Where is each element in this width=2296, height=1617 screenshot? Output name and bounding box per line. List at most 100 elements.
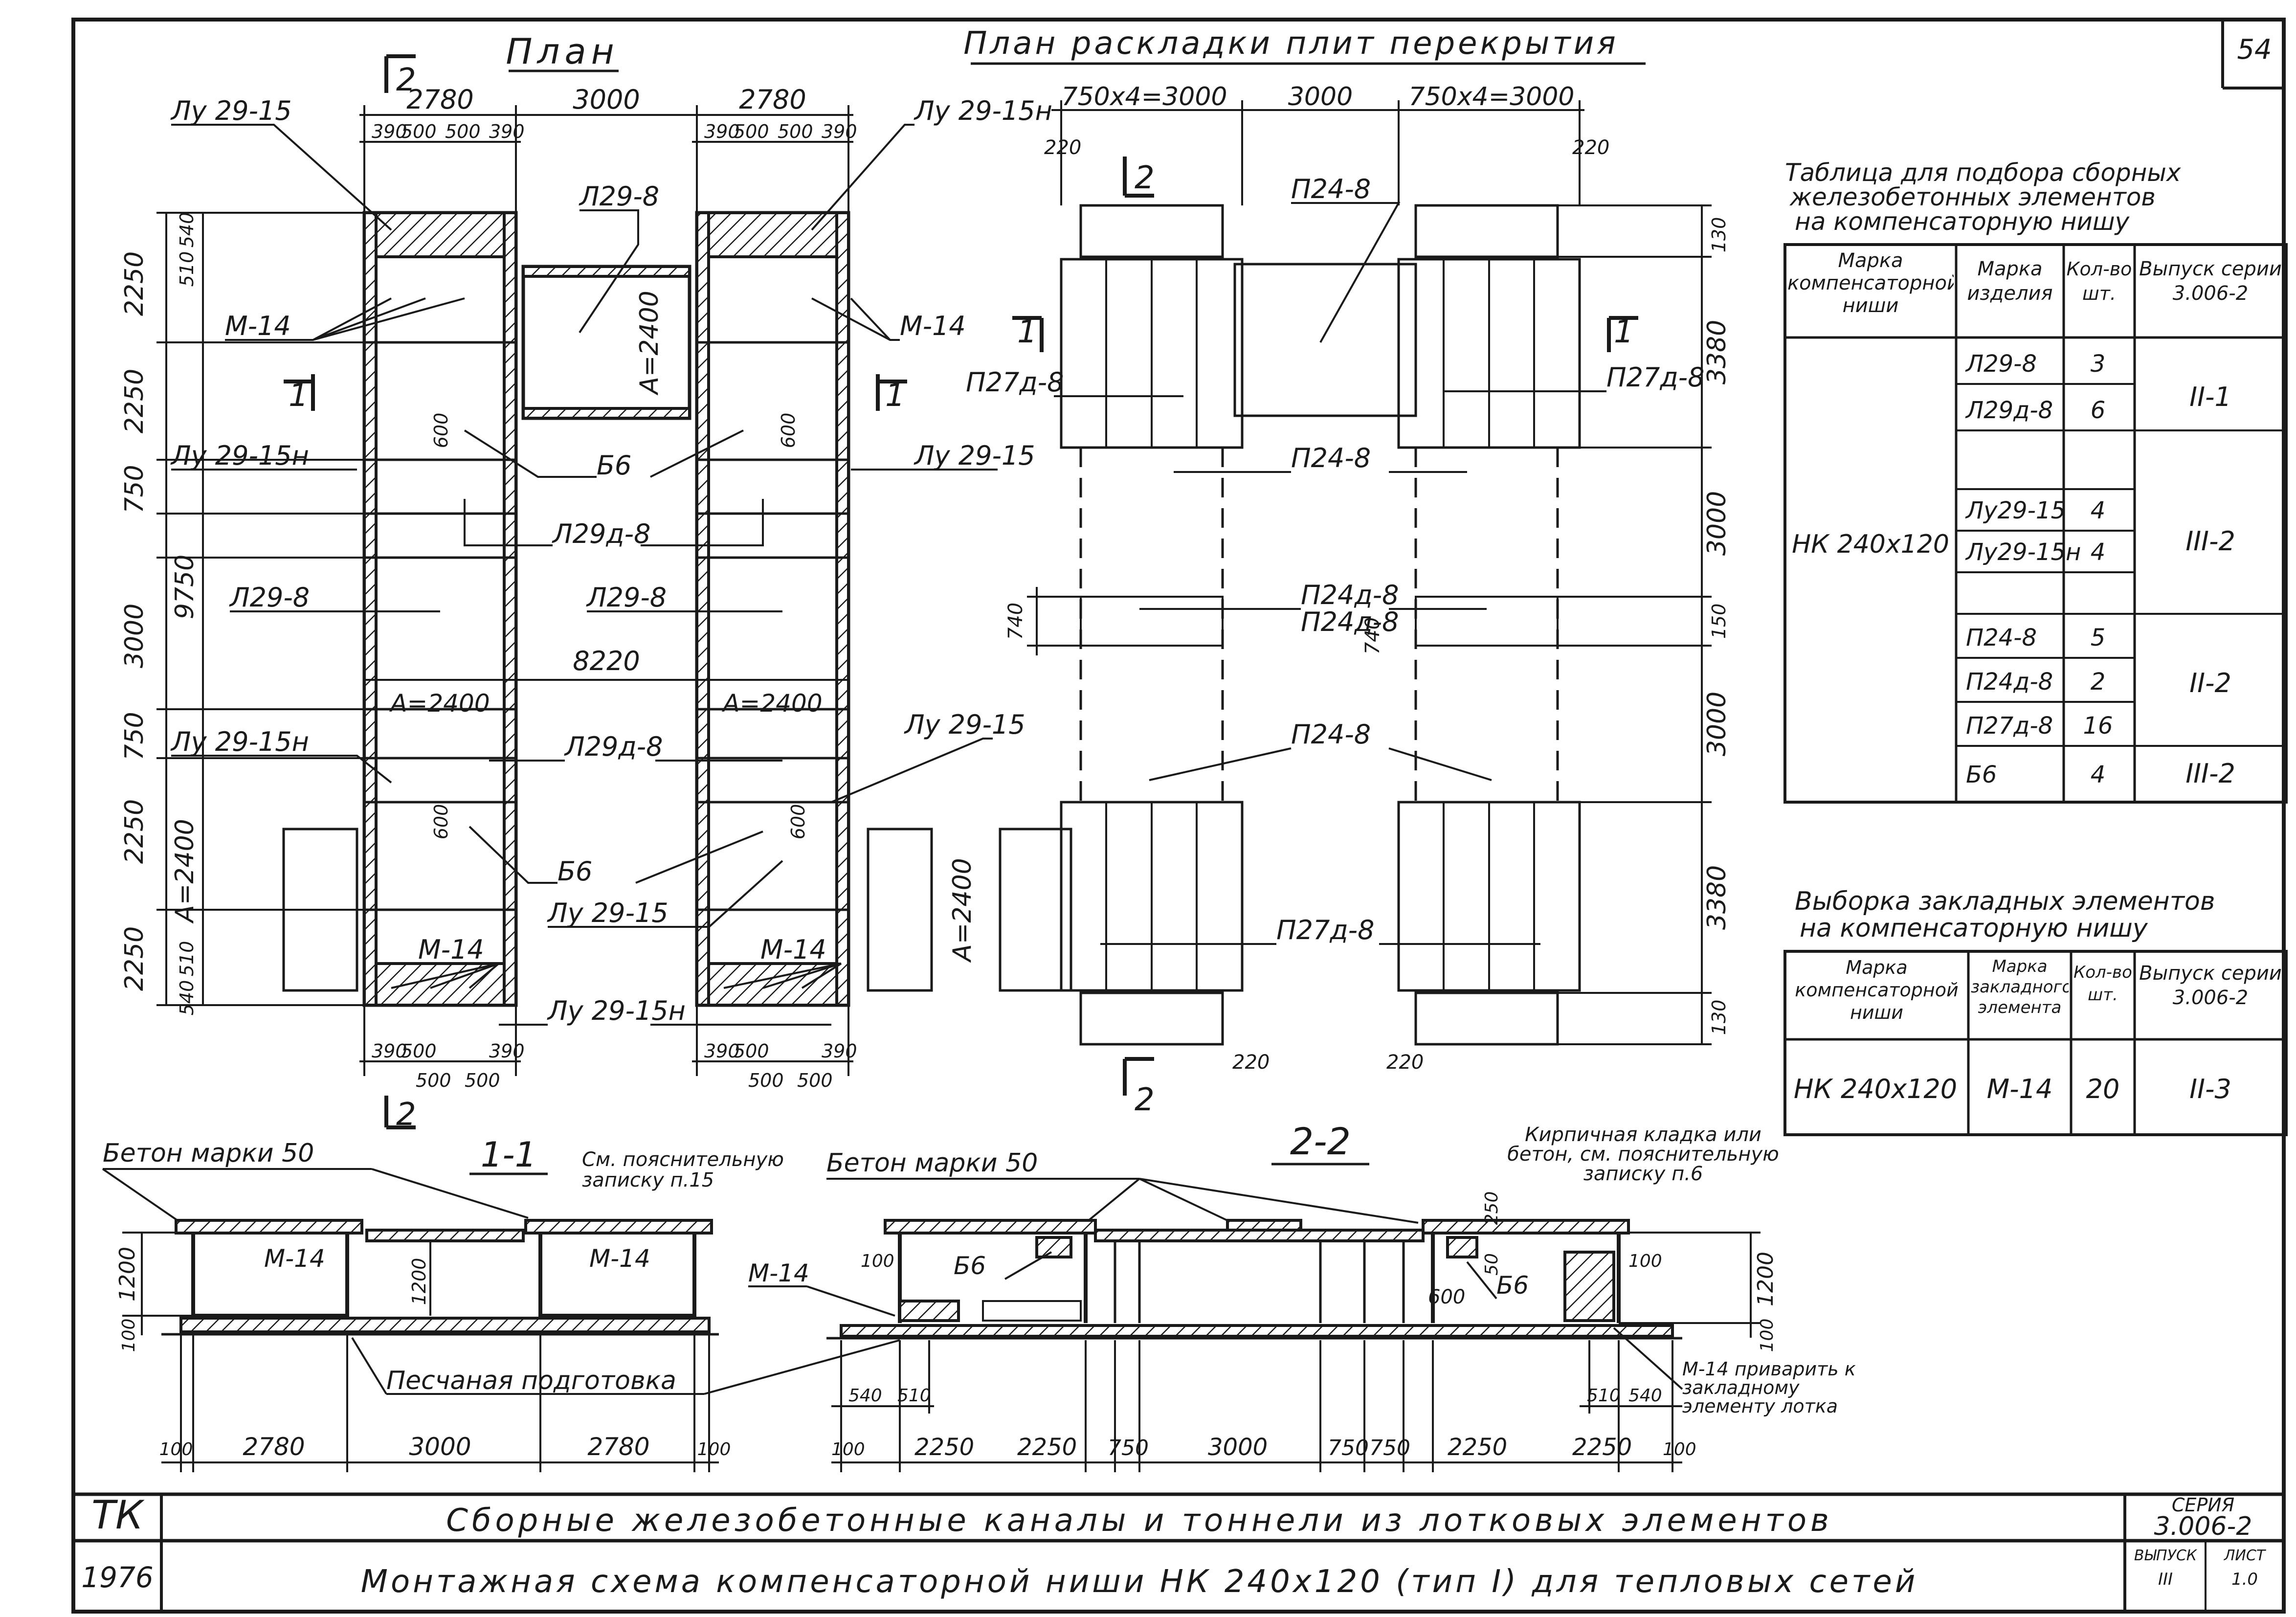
title-line-2: Монтажная схема компенсаторной ниши НК 2… — [361, 1564, 1918, 1600]
section-2-2: 2-2 Бетон марки 50 Кирпичная кладка или … — [748, 1120, 1856, 1472]
label-l298-2: Л29-8 — [229, 582, 310, 613]
plan-dim-bot-2: 500 — [416, 1070, 451, 1091]
label-ly2915n-4: Лу 29-15н — [547, 995, 686, 1026]
section22-dim-2: 510 — [897, 1386, 931, 1406]
label-p27d8-3: П27д-8 — [1276, 915, 1375, 945]
layout-dim-740-right: 740 — [1361, 617, 1384, 654]
plan-dim-left-5: 750 — [120, 712, 149, 760]
section22-m14: М-14 — [748, 1259, 809, 1287]
label-ly2915-4: Лу 29-15 — [547, 898, 669, 928]
table1-header-1: Марка изделия — [1967, 258, 2053, 305]
section11-title: 1-1 — [481, 1135, 536, 1175]
section22-b6-left: Б6 — [954, 1252, 986, 1280]
section22-dim-5: 750 — [1108, 1436, 1149, 1460]
table1-row-3-item: Лу29-15 — [1965, 497, 2066, 524]
layout-dim-top-2: 750х4=3000 — [1408, 82, 1574, 112]
plan-dim-total: 9750 — [170, 555, 200, 619]
section22-dim-7: 750 — [1328, 1436, 1369, 1460]
table1-row-8-qty: 16 — [2083, 712, 2113, 740]
layout-dim-right-0: 130 — [1708, 217, 1730, 253]
table1-title-0: Таблица для подбора сборных — [1785, 158, 2181, 187]
label-b6-1: Б6 — [597, 450, 631, 481]
layout-section-mark-left: 1 — [1017, 314, 1037, 350]
section22-base-100-left: 100 — [861, 1251, 894, 1271]
label-m14-1: М-14 — [225, 311, 291, 341]
section22-title: 2-2 — [1290, 1120, 1351, 1163]
plan-dim-top-0: 2780 — [406, 84, 473, 115]
table1-row-0-item: Л29-8 — [1965, 350, 2037, 378]
section22-dim-3: 2250 — [914, 1434, 974, 1461]
table1-title-1: железобетонных элементов — [1789, 183, 2156, 211]
section22-dim-50: 50 — [1482, 1253, 1502, 1276]
section22-dim-12: 540 — [1628, 1386, 1662, 1406]
label-m14-4: М-14 — [760, 934, 826, 965]
plan-dim-small-1: 510 — [176, 251, 198, 287]
title-line-1: Сборные железобетонные каналы и тоннели … — [446, 1503, 1832, 1539]
section22-base: 100 — [1757, 1319, 1777, 1352]
section11-base: 100 — [119, 1319, 139, 1352]
section22-dim-4: 2250 — [1017, 1434, 1077, 1461]
section11-height-inner: 1200 — [408, 1258, 430, 1305]
table1-header-0: Марка компенсаторной ниши — [1787, 249, 1954, 317]
layout-section-mark-top: 2 — [1135, 160, 1155, 196]
plan-dim-left-6: 2250 — [120, 799, 149, 864]
label-p27d8-2: П27д-8 — [1606, 362, 1705, 393]
section11-m14-a: М-14 — [264, 1244, 325, 1273]
section11-dim-0: 100 — [159, 1439, 193, 1460]
label-l298-1: Л29-8 — [579, 181, 659, 212]
table2-header-3: Выпуск серии 3.006-2 — [2139, 962, 2282, 1009]
sheet-label: ЛИСТ — [2224, 1547, 2267, 1564]
plan-dim-top-2: 2780 — [739, 84, 806, 115]
layout-section-mark-right: 1 — [1614, 314, 1634, 350]
sheet-value: 1.0 — [2231, 1570, 2258, 1589]
section22-dim-600: 600 — [1428, 1286, 1465, 1308]
label-p27d8-1: П27д-8 — [966, 367, 1064, 398]
table1-row-7-item: П24д-8 — [1966, 668, 2053, 696]
section11-sand: Песчаная подготовка — [386, 1366, 676, 1395]
series-value: 3.006-2 — [2154, 1512, 2252, 1541]
table1-row-3-qty: 4 — [2091, 497, 2106, 524]
section22-base-100: 100 — [1628, 1251, 1662, 1271]
table1-row-1-qty: 6 — [2091, 397, 2106, 424]
table1-row-1-item: Л29д-8 — [1965, 397, 2053, 424]
plan-title: План — [506, 31, 619, 72]
plan-dim-sub-0: 390 — [372, 121, 407, 142]
label-b6-2: Б6 — [557, 856, 592, 887]
table2-issue: II-3 — [2189, 1074, 2231, 1104]
plan-dim-top-1: 3000 — [573, 84, 640, 115]
label-m14-3: М-14 — [418, 934, 484, 965]
layout-dim-right-3: 150 — [1708, 604, 1730, 639]
slab-layout-view: План раскладки плит перекрытия 2 2 1 1 — [963, 25, 1732, 1118]
section11-dim-4: 100 — [697, 1439, 731, 1460]
plan-dim-sub-3: 500 — [445, 121, 481, 142]
section22-dim-6: 3000 — [1208, 1434, 1268, 1461]
section22-brick: Кирпичная кладка или бетон, см. поясните… — [1507, 1125, 1779, 1185]
section11-dim-1: 2780 — [243, 1433, 305, 1461]
plan-dim-left-4: 3000 — [120, 604, 149, 668]
section11-dim-2: 3000 — [409, 1433, 471, 1461]
org-code: ТК — [91, 1492, 145, 1538]
plan-section-mark-right: 1 — [885, 378, 905, 414]
section22-m14-note: М-14 приварить к закладному элементу лот… — [1682, 1360, 1856, 1417]
section22-dim-0: 100 — [831, 1439, 865, 1460]
table1-row-6-item: П24-8 — [1966, 624, 2037, 651]
label-m14-2: М-14 — [900, 311, 966, 341]
plan-dim-bot-0: 390 — [372, 1040, 407, 1062]
plan-dim-bot-1b: 500 — [734, 1040, 769, 1062]
plan-dim-sub-0b: 390 — [704, 121, 740, 142]
embedded-elements-table: Выборка закладных элементов на компенсат… — [1783, 887, 2288, 1136]
label-l29d8-2: Л29д-8 — [564, 731, 663, 762]
table1-title-2: на компенсаторную нишу — [1795, 207, 2130, 236]
section22-beton: Бетон марки 50 — [826, 1148, 1038, 1178]
table2-header-1: Марка закладного элемента — [1971, 957, 2069, 1017]
plan-dim-left-0: 2250 — [120, 251, 149, 316]
plan-a2400-right: А=2400 — [721, 689, 822, 718]
table2-header-0: Марка компенсаторной ниши — [1795, 957, 1959, 1023]
label-l29d8-1: Л29д-8 — [552, 518, 651, 549]
plan-dim-sub-1: 500 — [401, 121, 437, 142]
table1-row-9-qty: 4 — [2091, 761, 2106, 788]
elements-table: Таблица для подбора сборных железобетонн… — [1783, 158, 2288, 804]
section22-dim-13: 100 — [1663, 1439, 1696, 1460]
layout-dim-740-left: 740 — [1004, 603, 1027, 640]
section22-dim-8: 750 — [1369, 1436, 1410, 1460]
